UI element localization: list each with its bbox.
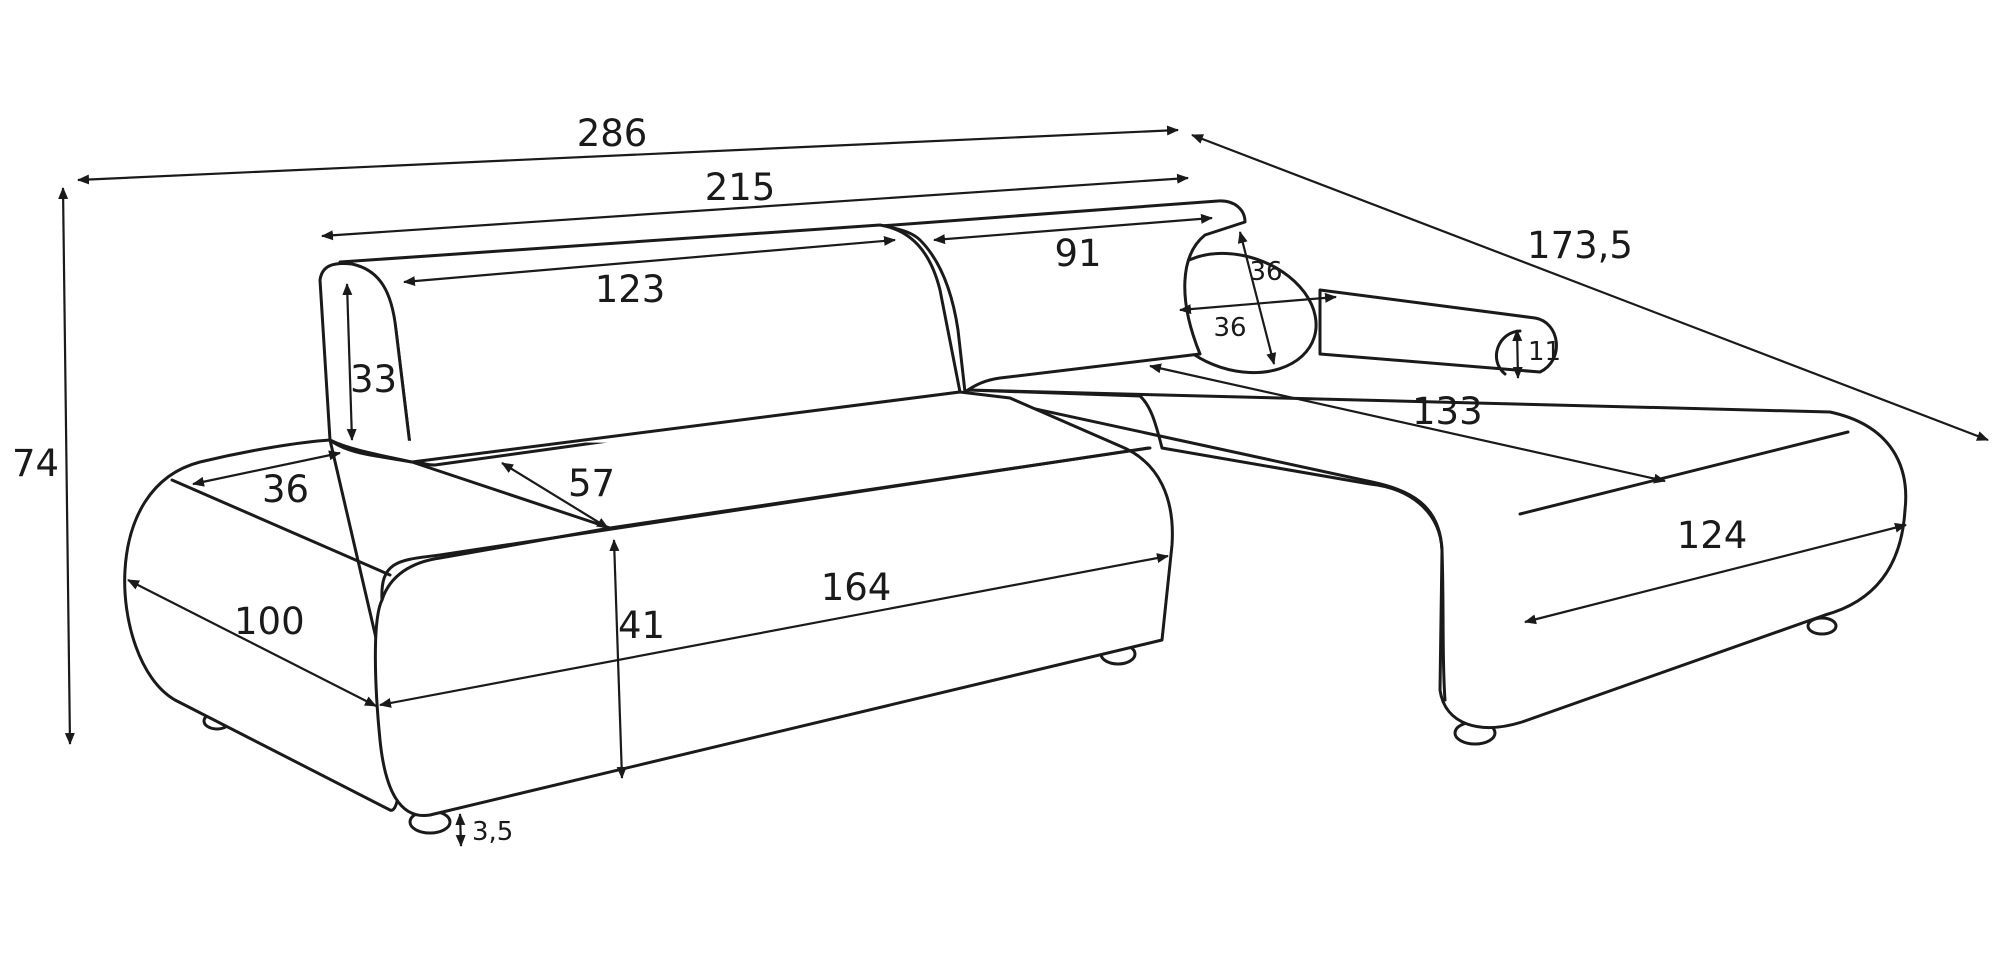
label-11: 11	[1528, 337, 1561, 367]
label-bolster-v: 36	[1249, 257, 1282, 287]
dim-line-74	[58, 187, 75, 745]
dim-line-173-5	[1191, 133, 1989, 442]
label-bolster-h: 36	[1213, 313, 1246, 343]
dim-line-11	[1512, 329, 1523, 379]
label-74: 74	[12, 442, 59, 485]
label-33: 33	[350, 358, 397, 401]
dim-line-91	[933, 213, 1213, 245]
armrest-top-line	[170, 478, 392, 577]
dim-line-286	[77, 125, 1179, 185]
label-215: 215	[705, 166, 776, 209]
sofa-drawing	[123, 199, 1908, 835]
label-41: 41	[618, 604, 665, 647]
label-57: 57	[568, 462, 615, 505]
dim-line-215	[321, 173, 1189, 241]
dim-line-41	[609, 539, 627, 779]
label-124: 124	[1677, 514, 1748, 557]
dim-line-bolster-h	[1179, 292, 1337, 315]
label-36: 36	[262, 468, 309, 511]
dimension-lines	[58, 125, 1989, 847]
dim-line-100	[127, 579, 377, 707]
label-100: 100	[234, 600, 305, 643]
chaise-top-line	[983, 396, 1447, 702]
dim-line-33	[342, 283, 357, 441]
label-123: 123	[595, 268, 666, 311]
dim-line-3-5	[455, 813, 466, 847]
dim-line-36	[192, 450, 341, 487]
dim-line-133	[1149, 363, 1666, 484]
label-173-5: 173,5	[1527, 224, 1633, 267]
dim-line-57	[501, 462, 609, 529]
dim-line-124	[1524, 522, 1907, 625]
label-164: 164	[821, 566, 892, 609]
label-286: 286	[577, 112, 648, 155]
dim-line-164	[379, 553, 1169, 708]
label-3-5: 3,5	[472, 817, 513, 847]
dimension-labels: 286 215 173,5 74 123 91 36 36 11 33 36 5…	[12, 112, 1747, 847]
label-133: 133	[1412, 390, 1483, 433]
label-91: 91	[1054, 232, 1101, 275]
main-seat	[328, 390, 1174, 818]
dim-line-123	[403, 235, 896, 287]
chaise-front-edge	[1518, 430, 1850, 516]
